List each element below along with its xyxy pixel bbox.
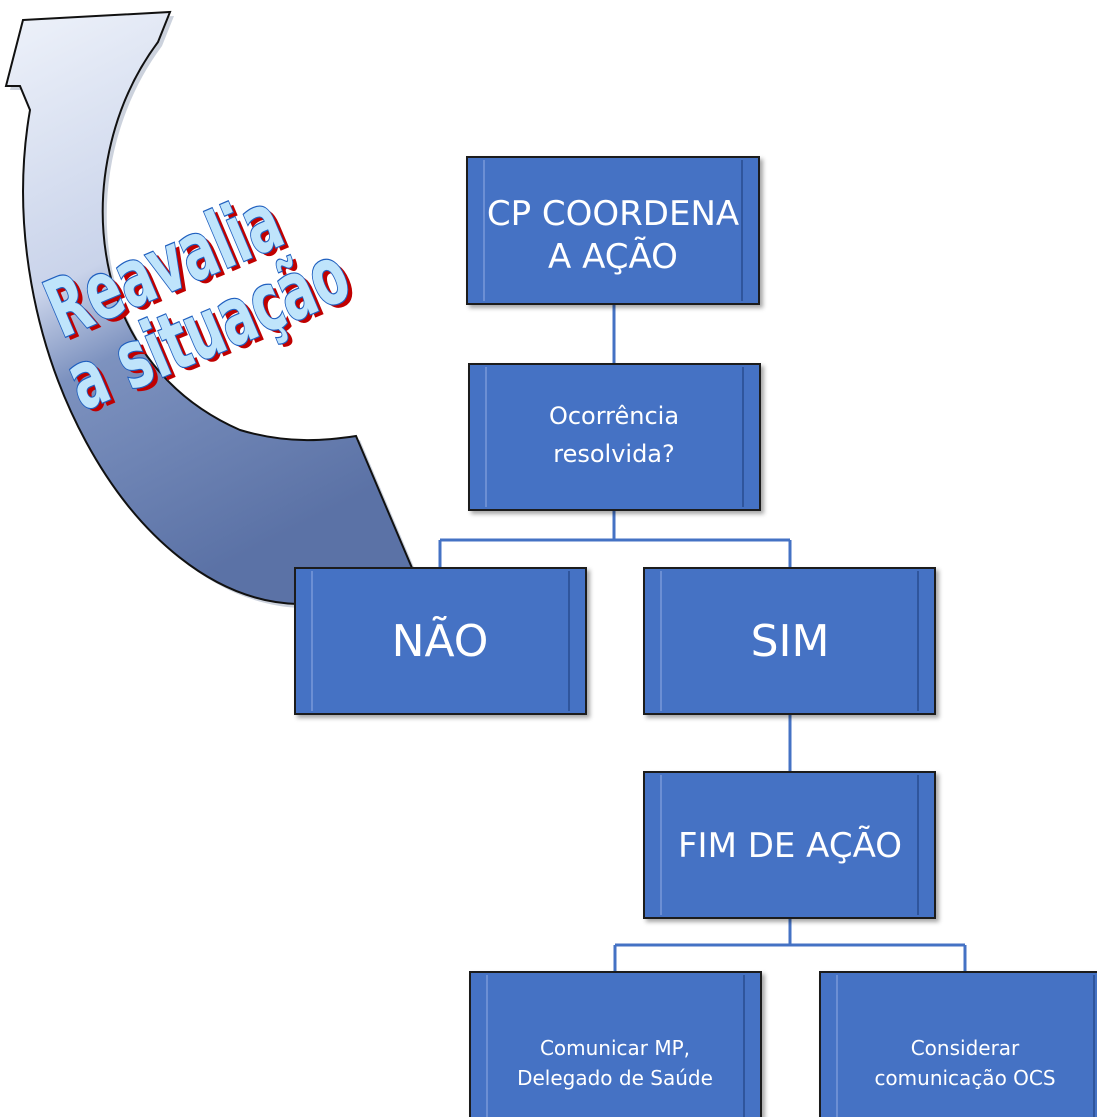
question-box-label-line2: resolvida? [553,440,675,468]
start-box-label-line1: CP COORDENA [487,194,739,234]
question-box: Ocorrência resolvida? [468,363,761,511]
no-box: NÃO [294,567,587,715]
yes-box: SIM [643,567,936,715]
start-box: CP COORDENA A AÇÃO [466,156,760,305]
end-box-label: FIM DE AÇÃO [678,826,902,866]
action-media-box: Considerar comunicação OCS [819,971,1097,1117]
action-media-label-line2: comunicação OCS [874,1066,1055,1090]
yes-box-label: SIM [751,616,830,667]
action-notify-label-line1: Comunicar MP, [540,1036,690,1060]
question-box-label-line1: Ocorrência [549,402,679,430]
connectors [438,304,967,972]
action-notify-label-line2: Delegado de Saúde [517,1066,713,1090]
end-box: FIM DE AÇÃO [643,771,936,919]
start-box-label-line2: A AÇÃO [548,237,678,277]
action-notify-box: Comunicar MP, Delegado de Saúde [469,971,762,1117]
action-media-label-line1: Considerar [911,1036,1020,1060]
no-box-label: NÃO [392,615,489,667]
